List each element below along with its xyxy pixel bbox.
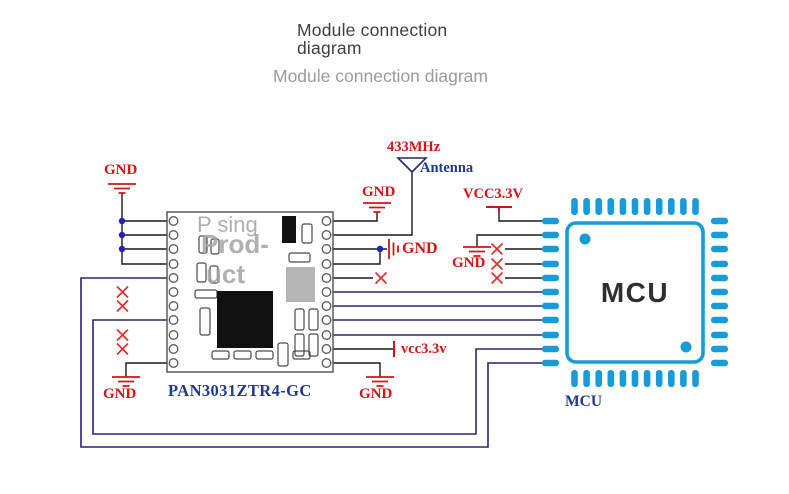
wire-wrap-inner: [92, 319, 542, 435]
frequency-label: 433MHz: [387, 139, 441, 155]
watermark-line1: P sing: [197, 212, 258, 237]
mcu-caption: MCU: [565, 393, 603, 410]
no-connect-x-icons: [116, 242, 504, 356]
page-title-line2: diagram: [297, 38, 362, 58]
gnd-label-bottom-right: GND: [359, 386, 393, 402]
gnd-label-mcu: GND: [452, 255, 486, 271]
wire-bus: [333, 291, 542, 336]
gnd-label-bottom-left: GND: [103, 386, 137, 402]
pin1-dot-icon: [579, 233, 591, 245]
vcc-label-mcu: VCC3.3V: [463, 186, 524, 202]
vcc-symbols: [393, 206, 512, 357]
pin2-dot-icon: [680, 341, 692, 353]
module-pin-circles: [168, 216, 332, 368]
watermark-line3: uct: [206, 259, 245, 289]
ground-symbols: [108, 183, 491, 387]
gnd-label-side: GND: [402, 240, 438, 257]
wires-black: [121, 172, 542, 377]
module-components: [194, 216, 319, 367]
vcc-tbar-icon: [486, 206, 512, 212]
junction-dots: [118, 217, 384, 253]
mcu-chip-label: MCU: [600, 276, 670, 308]
antenna-icon: [396, 157, 428, 174]
page-subtitle: Module connection diagram: [273, 66, 488, 86]
gnd-label-above-module: GND: [362, 184, 396, 200]
watermark-line2: Prod-: [201, 229, 269, 259]
wire-wrap-outer: [80, 277, 542, 448]
module-pcb: [166, 211, 334, 373]
antenna-label: Antenna: [420, 160, 474, 176]
gnd-label-top-left: GND: [104, 162, 138, 178]
vcc-label-module: vcc3.3v: [401, 341, 447, 357]
module-part-number: PAN3031ZTR4-GC: [168, 381, 312, 400]
page-title-line1: Module connection: [297, 20, 448, 40]
mcu-pin-pads: [542, 198, 728, 387]
mcu-chip-icon: [542, 198, 728, 387]
